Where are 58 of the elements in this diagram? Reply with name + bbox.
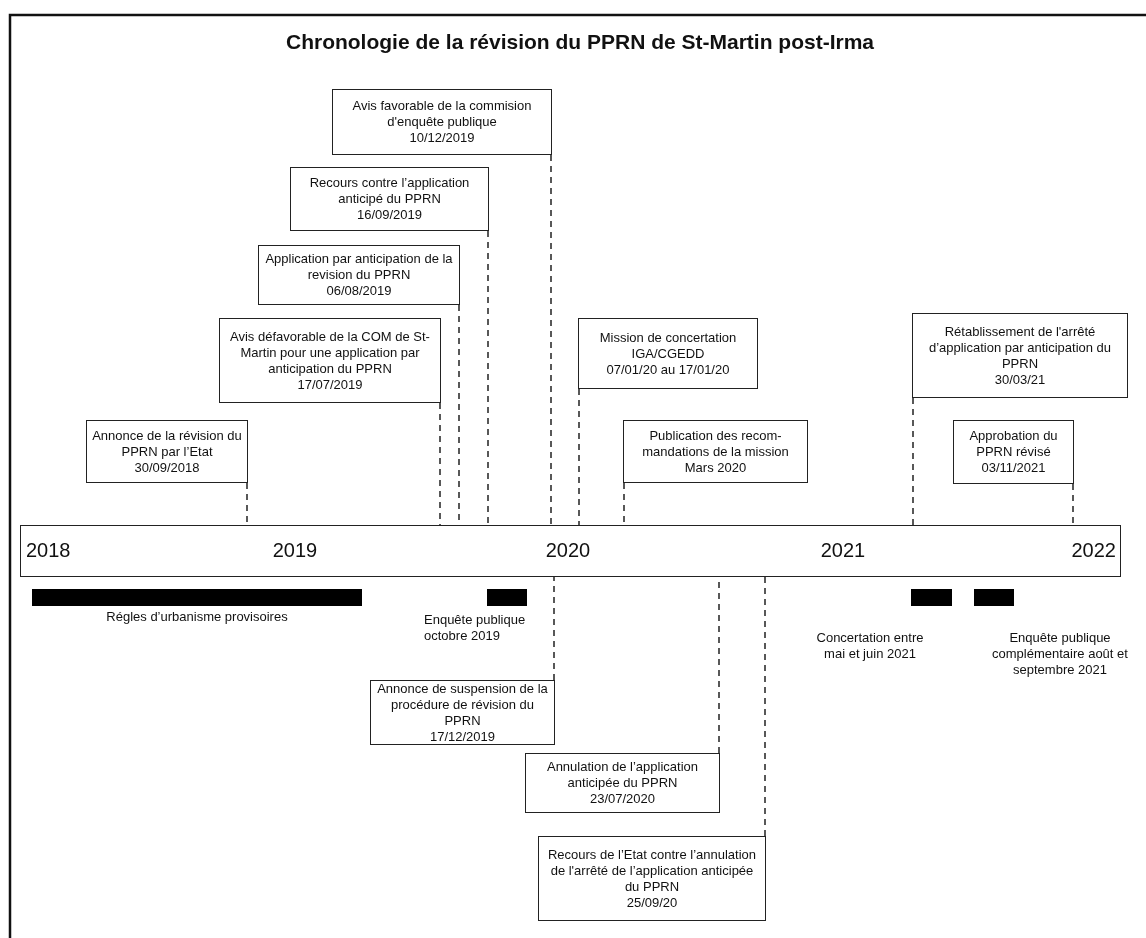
event-date: 06/08/2019 <box>325 283 393 299</box>
leader-line <box>553 576 555 681</box>
timeline-bar <box>487 589 527 606</box>
event-date: 25/09/20 <box>625 894 679 911</box>
event-date: 10/12/2019 <box>408 130 476 146</box>
event-text: Annulation de l’application anticipée du PPRN <box>545 759 700 791</box>
leader-line <box>550 154 552 526</box>
event-text: Application par anticipation de la revision du PPRN <box>264 251 454 283</box>
event-box <box>86 420 248 483</box>
timeline-band <box>20 525 1121 577</box>
year-label: 2020 <box>545 538 591 562</box>
event-text: Annonce de la révision du PPRN par l’Etat <box>91 427 243 460</box>
period-label: Concertation entre mai et juin 2021 <box>815 630 925 662</box>
leader-line <box>578 388 580 526</box>
year-label: 2022 <box>1071 538 1116 562</box>
event-box <box>912 313 1128 398</box>
event-box <box>370 680 555 745</box>
year-label: 2019 <box>272 538 318 562</box>
event-box <box>578 318 758 389</box>
diagram-title: Chronologie de la révision du PPRN de St-Martin post-Irma <box>284 30 876 54</box>
event-date: 30/09/2018 <box>133 459 201 476</box>
event-date: 07/01/20 au 17/01/20 <box>605 361 731 378</box>
event-text: Avis favorable de la commision d'enquête publique <box>351 98 533 130</box>
event-box <box>290 167 489 231</box>
event-box <box>219 318 441 403</box>
timeline-bar <box>911 589 952 606</box>
period-label: Régles d’urbanisme provisoires <box>105 609 289 625</box>
event-box <box>332 89 552 155</box>
event-text: Avis défavorable de la COM de St-Martin pour une application par anticipation du PPRN <box>229 328 431 377</box>
year-label: 2018 <box>26 538 71 562</box>
event-date: 30/03/21 <box>993 371 1047 388</box>
leader-line <box>1072 483 1074 526</box>
event-date: 03/11/2021 <box>980 460 1047 476</box>
event-text: Recours contre l’application anticipé du PPRN <box>308 175 471 207</box>
event-text: Annonce de suspension de la procédure de révision du PPRN <box>376 680 549 729</box>
event-box <box>258 245 460 305</box>
event-box <box>953 420 1074 484</box>
event-box <box>623 420 808 483</box>
event-text: Publication des recom-mandations de la mission <box>641 427 790 460</box>
leader-line <box>487 230 489 526</box>
timeline-bar <box>32 589 362 606</box>
period-label: Enquête publique complémentaire août et septembre 2021 <box>991 630 1129 678</box>
year-label: 2021 <box>820 538 866 562</box>
timeline-bar <box>974 589 1014 606</box>
event-date: 17/12/2019 <box>428 728 497 745</box>
leader-line <box>764 576 766 837</box>
leader-line <box>912 397 914 526</box>
event-text: Recours de l’Etat contre l’annulation de l'arrêté de l’application anticipée du PPRN <box>546 846 758 895</box>
event-box <box>525 753 720 813</box>
event-date: Mars 2020 <box>683 459 748 476</box>
event-box <box>538 836 766 921</box>
event-text: Approbation du PPRN révisé <box>968 428 1059 460</box>
period-label: Enquête publique octobre 2019 <box>424 612 527 644</box>
event-text: Rétablissement de l'arrêté d’application par anticipation du PPRN <box>927 323 1113 372</box>
event-date: 23/07/2020 <box>588 791 657 807</box>
event-text: Mission de concertation IGA/CGEDD <box>598 329 738 362</box>
event-date: 16/09/2019 <box>355 207 424 223</box>
event-date: 17/07/2019 <box>296 376 364 393</box>
